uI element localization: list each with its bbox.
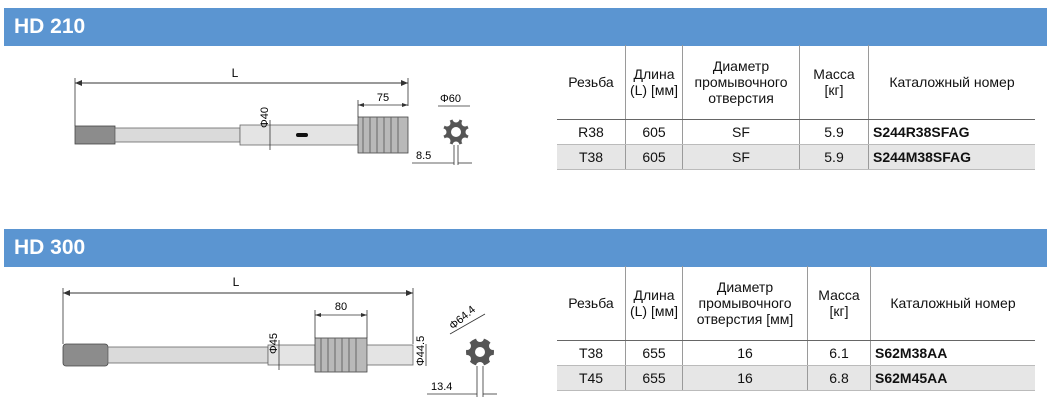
- flush-label: 8.5: [416, 150, 431, 162]
- cell-thread: T38: [557, 340, 626, 366]
- spline-length-label: 80: [335, 301, 347, 313]
- cell-length: 605: [625, 119, 683, 145]
- section-hd210: HD 210 L Φ40 75 Φ60: [0, 0, 1051, 200]
- cell-flush-hole: 16: [682, 365, 808, 391]
- table-header-row: Резьба Длина (L) [мм] Диаметр промывочно…: [557, 45, 1035, 120]
- end-view-icon: Φ60 8.5: [412, 93, 473, 165]
- cell-length: 655: [625, 340, 683, 366]
- column-header-length: Длина (L) [мм]: [625, 45, 683, 120]
- spline-length-label: 75: [377, 92, 389, 104]
- cell-mass: 6.1: [807, 340, 871, 366]
- table-row: T38 655 16 6.1 S62M38AA: [557, 340, 1035, 366]
- column-header-thread: Резьба: [557, 45, 626, 120]
- column-header-catalog-number: Каталожный номер: [868, 45, 1035, 120]
- cell-catalog-number: S62M45AA: [870, 365, 1035, 391]
- table-row: T38 605 SF 5.9 S244M38SFAG: [557, 144, 1035, 170]
- cell-thread: T45: [557, 365, 626, 391]
- cell-length: 655: [625, 365, 683, 391]
- cell-flush-hole: SF: [682, 144, 800, 170]
- cell-length: 605: [625, 144, 683, 170]
- section-title: HD 300: [4, 229, 1047, 267]
- column-header-mass: Масса [кг]: [799, 45, 869, 120]
- cell-thread: R38: [557, 119, 626, 145]
- table-row: T45 655 16 6.8 S62M45AA: [557, 365, 1035, 391]
- collar-diameter-label: Φ44.5: [415, 336, 427, 366]
- column-header-flush-hole: Диаметр промывочного отверстия [мм]: [682, 266, 808, 341]
- section-hd300: HD 300 L Φ45 80 Φ44.5: [0, 220, 1051, 415]
- column-header-length: Длина (L) [мм]: [625, 266, 683, 341]
- cell-catalog-number: S62M38AA: [870, 340, 1035, 366]
- cell-mass: 5.9: [799, 144, 869, 170]
- table-row: R38 605 SF 5.9 S244R38SFAG: [557, 119, 1035, 145]
- column-header-thread: Резьба: [557, 266, 626, 341]
- column-header-catalog-number: Каталожный номер: [870, 266, 1035, 341]
- flush-label: 13.4: [431, 381, 452, 393]
- cell-mass: 5.9: [799, 119, 869, 145]
- diameter-label: Φ45: [268, 333, 280, 354]
- cell-thread: T38: [557, 144, 626, 170]
- spec-table-hd210: Резьба Длина (L) [мм] Диаметр промывочно…: [557, 45, 1035, 170]
- diameter-label: Φ40: [259, 107, 271, 128]
- shank-adapter-drawing-hd210: L Φ40 75 Φ60: [74, 66, 473, 165]
- table-header-row: Резьба Длина (L) [мм] Диаметр промывочно…: [557, 266, 1035, 341]
- cell-catalog-number: S244R38SFAG: [868, 119, 1035, 145]
- cell-mass: 6.8: [807, 365, 871, 391]
- column-header-flush-hole: Диаметр промывочного отверстия: [682, 45, 800, 120]
- length-label: L: [232, 66, 239, 80]
- end-view-icon: Φ64.4 13.4: [427, 304, 497, 397]
- end-diameter-label: Φ64.4: [447, 304, 478, 333]
- shank-adapter-drawing-hd300: L Φ45 80 Φ44.5 Φ64.4: [62, 275, 497, 397]
- section-title: HD 210: [4, 8, 1047, 46]
- column-header-mass: Масса [кг]: [807, 266, 871, 341]
- spec-table-hd300: Резьба Длина (L) [мм] Диаметр промывочно…: [557, 266, 1035, 391]
- length-label: L: [233, 275, 240, 289]
- cell-catalog-number: S244M38SFAG: [868, 144, 1035, 170]
- cell-flush-hole: SF: [682, 119, 800, 145]
- end-diameter-label: Φ60: [440, 93, 461, 105]
- cell-flush-hole: 16: [682, 340, 808, 366]
